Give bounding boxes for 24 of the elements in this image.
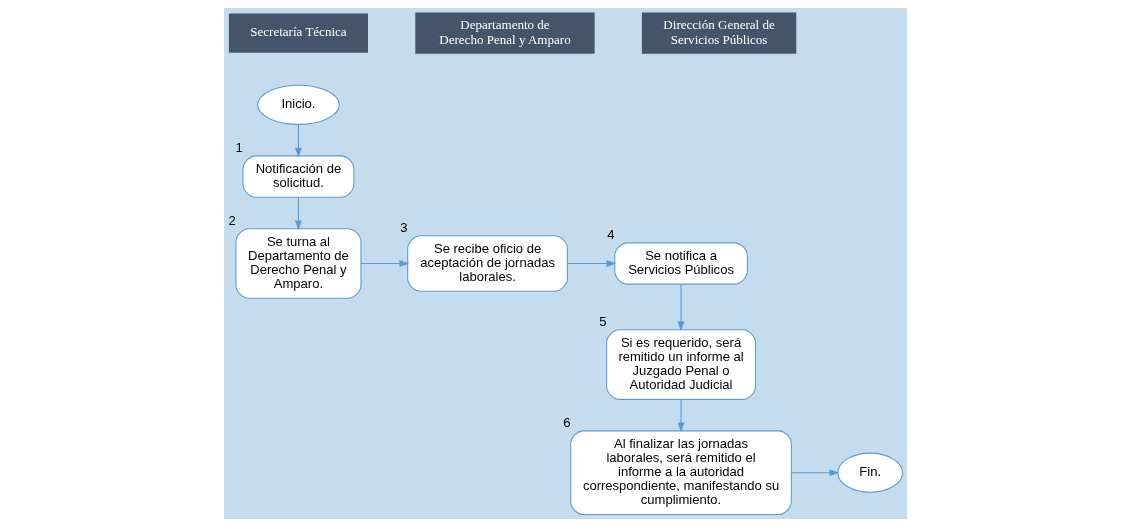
node-label: 6 xyxy=(562,415,571,431)
arrow xyxy=(790,469,839,477)
label: Departamento de Derecho Penal y Amparo xyxy=(438,17,571,47)
node-ellipse: Inicio. xyxy=(256,84,340,125)
node-box: Si es requerido, será remitido un informe al Juzgado Penal o Autoridad Judicial xyxy=(605,329,756,400)
arrow xyxy=(677,284,684,332)
arrow xyxy=(566,260,616,267)
node-label: 4 xyxy=(606,227,615,243)
node-label: 2 xyxy=(228,213,236,229)
node-box: Al finalizar las jornadas laborales, será remitido el informe a la autoridad correspondiente, manifestando su cumplimiento. xyxy=(569,430,792,516)
label: Dirección General de Servicios Públicos xyxy=(662,17,775,47)
node-box: Se recibe oficio de aceptación de jornadas laborales. xyxy=(406,235,568,292)
node-box: Se notifica a Servicios Públicos xyxy=(613,242,748,285)
node-label: 5 xyxy=(598,314,606,330)
node-ellipse: Fin. xyxy=(836,452,903,493)
node-label: 1 xyxy=(235,140,243,156)
node-label: 3 xyxy=(399,220,408,236)
node-box: Notificación de solicitud. xyxy=(241,155,354,198)
label: Secretaría Técnica xyxy=(249,24,347,40)
arrow xyxy=(677,398,684,433)
arrow xyxy=(294,124,302,158)
node-box: Se turna al Departamento de Derecho Penal y Amparo. xyxy=(234,228,361,299)
arrow xyxy=(360,260,409,267)
arrow xyxy=(294,196,302,231)
